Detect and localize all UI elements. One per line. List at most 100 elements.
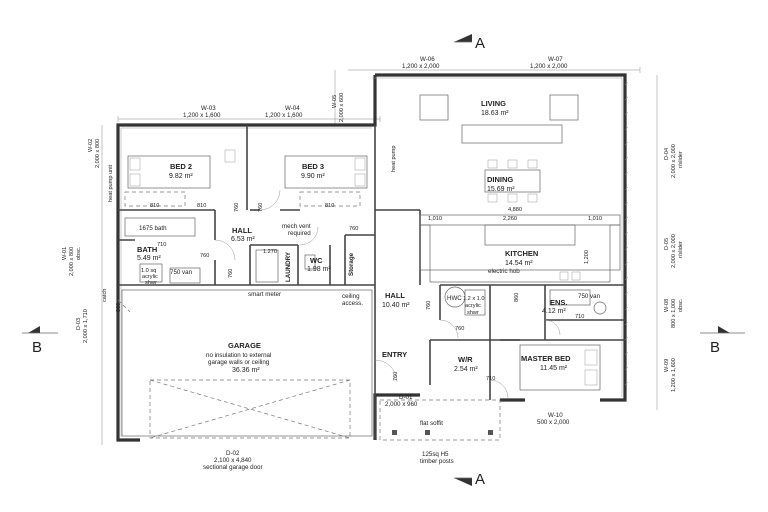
door-id: D-03 [76,318,82,330]
posts-label: timber posts [420,458,454,465]
dim-label: 760 [200,253,209,259]
flat-soffit-label: flat soffit [420,420,443,427]
ceiling-access-label: access. [342,300,363,307]
room-storage: Storage [348,252,355,276]
door-d02: D-02 2,100 x 4,840 sectional garage door [203,450,263,471]
room-bed3: BED 3 9.90 m² [301,162,325,180]
room-name: KITCHEN [505,249,538,258]
room-ensuite: ENS. 4.12 m² [542,298,568,315]
dim-label: 4,880 [508,207,522,213]
ens-shower-label: 1.2 x 1.0 [463,296,484,302]
section-marker-b-right: B [700,326,745,356]
dining-furniture [484,159,541,203]
ens-shower-label: shwr [467,310,479,316]
room-name: ENS. [550,298,568,307]
room-area: 36.36 m² [232,367,260,374]
section-label-a-bottom: A [475,471,485,488]
window-w03: W-03 1,200 x 1,600 [183,105,221,119]
window-w07: W-07 1,200 x 2,000 [530,56,568,70]
room-area: 4.12 m² [542,308,566,315]
posts-label: 125sq H5 [422,451,449,458]
shower-label: shwr [145,280,157,286]
ens-shower-label: acrylic [465,303,481,309]
window-size: 2,000 x 600 [339,93,345,122]
dim-label: 1.270 [263,249,277,255]
entry-porch [379,399,501,441]
room-hall-1: HALL 6.53 m² [231,226,255,243]
window-id: W-07 [548,56,563,63]
window-w10: W-10 500 x 2,000 [537,412,570,426]
room-name: HALL [232,226,252,235]
room-name: BATH [137,245,157,254]
window-size: 1,200 x 1,600 [671,358,677,392]
room-bed2: BED 2 9.82 m² [169,162,193,180]
window-id: W-08 [664,299,670,312]
living-furniture [419,94,579,144]
window-w09: W-09 1,200 x 1,600 [664,358,677,392]
room-name: HALL [385,291,405,300]
dim-label: 860 [514,293,520,302]
master-furniture [519,344,601,391]
room-dining: DINING 15.69 m² [487,175,515,193]
room-name: DINING [487,175,513,184]
window-size: 2,000 x 800 [69,247,75,276]
room-area: 15.69 m² [487,186,515,193]
dim-label: 760 [426,301,432,310]
window-id: W-09 [664,359,670,372]
room-name: LIVING [481,99,506,108]
room-garage: GARAGE no insulation to external garage … [206,341,271,374]
room-area: 1.98 m² [307,266,331,273]
section-marker-b-left: B [22,326,58,356]
room-area: 11.45 m² [540,365,568,372]
room-area: 10.40 m² [382,302,410,309]
window-size: 1,200 x 2,000 [402,63,440,70]
window-w04: W-04 1,200 x 1,600 [265,105,303,119]
dimension-lines [101,67,658,445]
window-size: 1,200 x 1,600 [183,112,221,119]
room-living: LIVING 18.63 m² [481,99,509,117]
garage-note: no insulation to external [206,352,271,359]
window-size: 2,000 x 800 [95,139,101,168]
interior-walls [118,125,625,440]
dim-label: 810 [325,203,334,209]
door-note: sectional garage door [203,464,263,471]
dim-label: 710 [575,314,584,320]
bath-size-label: 1675 bath [139,225,167,232]
dim-label: 810 [150,203,159,209]
door-size: 2,000 x 960 [385,401,418,408]
door-d03: D-03 2,000 x 1,710 [76,309,89,343]
room-master-bed: MASTER BED 11.45 m² [521,354,571,372]
window-size: 800 x 1,000 [671,299,677,328]
mech-vent-label: mech vent [282,223,311,230]
door-id: D-01 [399,394,413,401]
door-size: 2,000 x 2,000 [671,144,677,178]
room-name: BED 3 [302,162,324,171]
room-name: BED 2 [170,162,192,171]
bed3-furniture [284,155,368,207]
room-entry: ENTRY [382,350,407,359]
room-wc: WC 1.98 m² [307,256,331,273]
section-label-a-top: A [475,35,485,52]
electric-hob-label: electric hob [488,268,520,275]
dim-label: 710 [486,376,495,382]
room-name: GARAGE [228,341,261,350]
door-size: 2,000 x 2,000 [671,234,677,268]
dim-label: 760 [393,372,399,381]
door-size: 2,100 x 4,840 [214,457,252,464]
window-id: W-04 [285,105,300,112]
annotations: heat pump unit heat pump catch mech vent… [102,146,601,465]
room-area: 18.63 m² [481,110,509,117]
window-id: W-02 [88,139,94,152]
smart-meter-label: smart meter [248,291,281,298]
ceiling-access-label: ceiling [342,293,360,300]
dim-label: 2,260 [503,216,517,222]
room-hall-2: HALL 10.40 m² [382,291,410,309]
window-id: W-03 [201,105,216,112]
door-id: D-05 [664,238,670,250]
bed2-furniture [124,149,236,207]
window-w01: W-01 2,000 x 800 obsc. [62,246,82,276]
dim-label: 1,010 [428,216,442,222]
window-note: obsc. [76,246,82,260]
room-area: 2.54 m² [454,366,478,373]
dim-label: 710 [157,242,166,248]
